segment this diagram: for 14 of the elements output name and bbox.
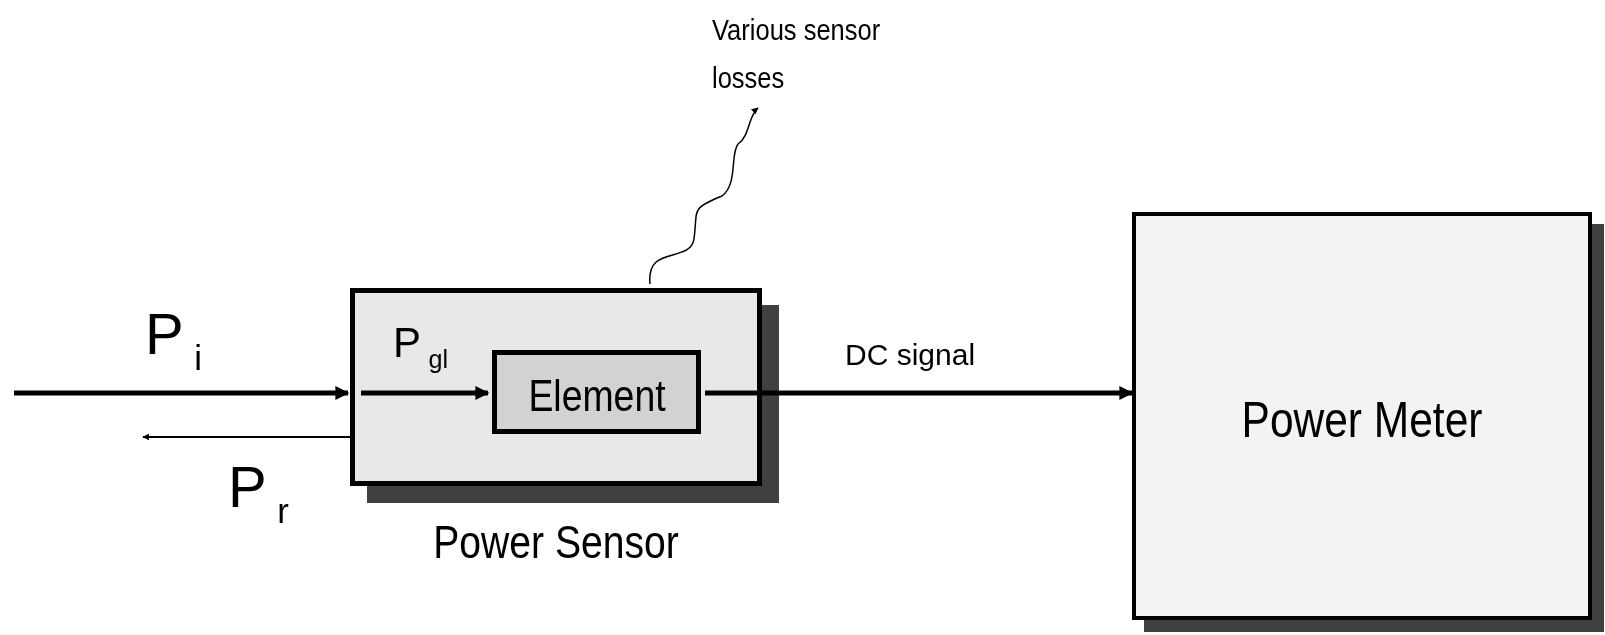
- edge-label: P$_{gl}$: [393, 322, 449, 373]
- arrow: [705, 386, 1134, 400]
- element-box: [492, 350, 701, 434]
- arrow: [14, 386, 350, 400]
- edge-label: DC signal: [845, 340, 976, 370]
- edge-label: P$_{r}$: [228, 458, 289, 529]
- annotation-text: Various sensor losses: [712, 12, 882, 96]
- box-title: Power Meter: [1241, 395, 1483, 445]
- wavy-arrow: [649, 107, 759, 285]
- box-title: Element: [527, 373, 666, 418]
- arrow: [142, 433, 351, 441]
- box-caption: Power Sensor: [433, 519, 679, 565]
- edge-label: P$_{i}$: [145, 305, 202, 376]
- arrow: [361, 386, 490, 400]
